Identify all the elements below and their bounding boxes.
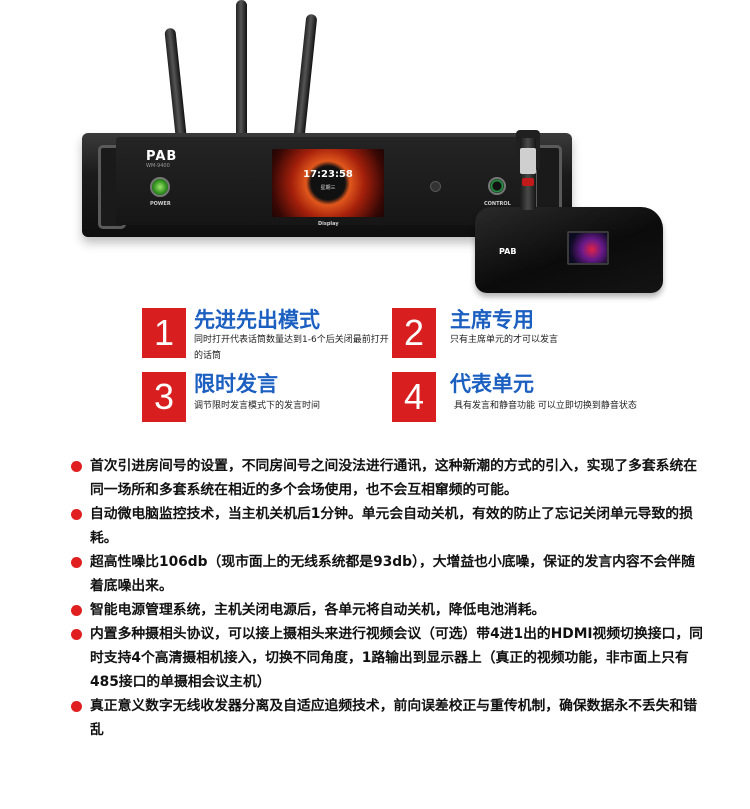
power-label: POWER: [150, 201, 171, 207]
feature-desc: 调节限时发言模式下的发言时间: [194, 401, 321, 411]
list-item: 自动微电脑监控技术，当主机关机后1分钟。单元会自动关机，有效的防止了忘记关闭单元…: [68, 502, 708, 550]
product-image: PAB WM-9400 POWER 17:23:58 星期三 Display C…: [0, 0, 750, 305]
list-item: 超高性噪比106db（现市面上的无线系统都是93db），大增益也小底噪，保证的发…: [68, 550, 708, 598]
ir-sensor-icon: [430, 181, 441, 192]
control-label: CONTROL: [484, 201, 511, 207]
display-screen: 17:23:58 星期三: [272, 149, 384, 217]
bullet-dot-icon: [71, 461, 82, 472]
feature-number: 4: [392, 372, 436, 422]
list-item-text: 首次引进房间号的设置，不同房间号之间没法进行通讯，这种新潮的方式的引入，实现了多…: [90, 458, 698, 498]
feature-number: 2: [392, 308, 436, 358]
clock-time: 17:23:58: [303, 169, 353, 180]
bullet-dot-icon: [71, 509, 82, 520]
clock-day: 星期三: [320, 185, 336, 191]
control-button-icon: [488, 177, 506, 195]
console-brand-logo: PAB: [499, 247, 517, 256]
feature-title: 限时发言: [194, 372, 278, 396]
feature-title: 代表单元: [450, 372, 534, 396]
console-screen: [567, 231, 609, 265]
feature-title: 主席专用: [450, 308, 534, 332]
list-item-text: 内置多种摄相头协议，可以接上摄相头来进行视频会议（可选）带4进1出的HDMI视频…: [90, 626, 703, 690]
brand-logo: PAB: [146, 149, 178, 164]
bullet-dot-icon: [71, 701, 82, 712]
receiver-unit: PAB WM-9400 POWER 17:23:58 星期三 Display C…: [82, 133, 572, 237]
display-label: Display: [318, 221, 339, 227]
console-body: PAB: [475, 207, 663, 293]
feature-bullet-list: 首次引进房间号的设置，不同房间号之间没法进行通讯，这种新潮的方式的引入，实现了多…: [68, 454, 708, 742]
list-item-text: 超高性噪比106db（现市面上的无线系统都是93db），大增益也小底噪，保证的发…: [90, 554, 695, 594]
list-item: 真正意义数字无线收发器分离及自适应追频技术，前向误差校正与重传机制，确保数据永不…: [68, 694, 708, 742]
antenna-left: [164, 27, 187, 139]
bullet-dot-icon: [71, 605, 82, 616]
list-item: 智能电源管理系统，主机关闭电源后，各单元将自动关机，降低电池消耗。: [68, 598, 708, 622]
receiver-front-panel: PAB WM-9400 POWER 17:23:58 星期三 Display C…: [116, 137, 536, 227]
antenna-right: [293, 13, 318, 139]
feature-number: 1: [142, 308, 186, 358]
power-button-icon: [150, 177, 170, 197]
bullet-dot-icon: [71, 557, 82, 568]
microphone-grille: [520, 148, 536, 174]
microphone-indicator-ring: [522, 178, 534, 186]
feature-number: 3: [142, 372, 186, 422]
feature-desc: 同时打开代表话筒数量达到1-6个后关闭最前打开的话筒: [194, 335, 389, 361]
feature-desc: 只有主席单元的才可以发言: [450, 335, 559, 345]
list-item-text: 智能电源管理系统，主机关闭电源后，各单元将自动关机，降低电池消耗。: [90, 602, 546, 618]
list-item: 首次引进房间号的设置，不同房间号之间没法进行通讯，这种新潮的方式的引入，实现了多…: [68, 454, 708, 502]
antenna-center: [236, 0, 247, 138]
feature-title: 先进先出模式: [194, 308, 320, 332]
list-item: 内置多种摄相头协议，可以接上摄相头来进行视频会议（可选）带4进1出的HDMI视频…: [68, 622, 708, 694]
delegate-console: PAB: [475, 195, 665, 297]
feature-desc: 具有发言和静音功能 可以立即切换到静音状态: [454, 401, 637, 411]
bullet-dot-icon: [71, 629, 82, 640]
model-label: WM-9400: [146, 163, 170, 169]
list-item-text: 自动微电脑监控技术，当主机关机后1分钟。单元会自动关机，有效的防止了忘记关闭单元…: [90, 506, 693, 546]
list-item-text: 真正意义数字无线收发器分离及自适应追频技术，前向误差校正与重传机制，确保数据永不…: [90, 698, 698, 738]
